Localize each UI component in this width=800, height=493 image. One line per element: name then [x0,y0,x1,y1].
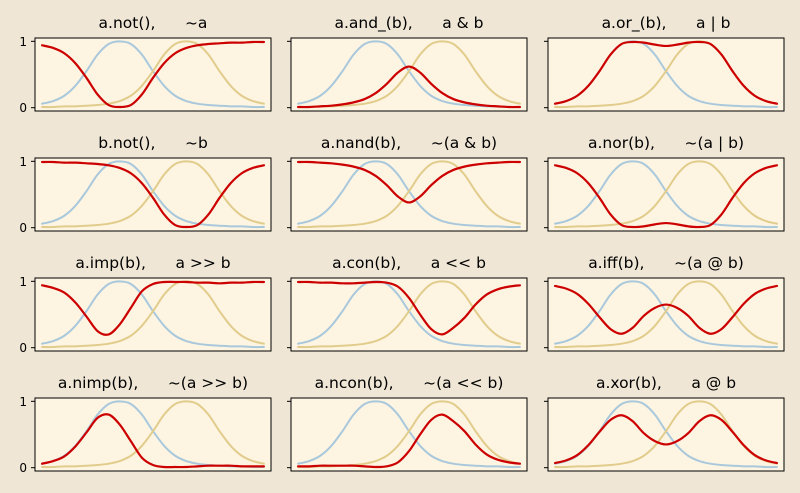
subplot: 0 1 a.not(), ~a [19,14,272,115]
subplot-title: a.iff(b), ~(a @ b) [588,254,744,272]
subplot: a.xor(b), a @ b [544,374,785,472]
y-tick-label: 1 [19,395,27,409]
subplot-title: a.not(), ~a [99,14,208,32]
series-line-result-curve [40,160,266,229]
series-line-result-curve [553,414,779,465]
series-line-result-curve [40,413,266,469]
series-line-b-curve [554,160,778,229]
y-tick-label: 1 [19,155,27,169]
axes-background [548,38,784,111]
series-line-result-curve [40,280,266,336]
axes-frame [290,397,528,472]
axes-background [291,38,527,111]
y-tick-label: 1 [19,35,27,49]
axes-background [548,398,784,471]
subplot: 0 1 a.imp(b), a >> b [19,254,272,355]
subplot-title: a.nand(b), ~(a & b) [321,134,497,152]
y-tick-label: 0 [19,341,27,355]
subplot: a.or_(b), a | b [544,14,785,112]
series-line-b-curve [41,280,265,349]
axes-frame [34,157,272,232]
series-line-result-curve [553,164,779,229]
series-line-result-curve [296,160,522,204]
axes-background [548,278,784,351]
series-line-b-curve [554,280,778,349]
axes-frame [34,37,272,112]
axes-frame [547,37,785,112]
series-line-b-curve [41,160,265,229]
subplot: a.and_(b), a & b [287,14,528,112]
axes-frame [547,397,785,472]
subplot: 0 1 a.nimp(b), ~(a >> b) [19,374,272,475]
subplot: a.con(b), a << b [287,254,528,352]
series-line-result-curve [296,413,522,469]
series-line-b-curve [41,40,265,109]
axes-frame [290,157,528,232]
subplot-title: a.nor(b), ~(a | b) [588,134,744,152]
axes-frame [547,157,785,232]
y-tick-label: 1 [19,275,27,289]
axes-frame [34,397,272,472]
axes-background [35,38,271,111]
axes-background [548,158,784,231]
y-tick-label: 0 [19,101,27,115]
subplot: a.nand(b), ~(a & b) [287,134,528,232]
series-line-result-curve [296,280,522,336]
series-line-b-curve [297,160,521,229]
axes-background [291,158,527,231]
series-line-result-curve [553,284,779,335]
subplot-title: a.nimp(b), ~(a >> b) [58,374,248,392]
subplot-title: a.xor(b), a @ b [596,374,736,392]
subplot-title: a.con(b), a << b [332,254,486,272]
series-line-result-curve [296,65,522,109]
subplot-title: a.imp(b), a >> b [75,254,230,272]
subplot-title: a.ncon(b), ~(a << b) [315,374,504,392]
axes-frame [290,37,528,112]
y-tick-label: 0 [19,461,27,475]
y-tick-label: 0 [19,221,27,235]
subplot-title: a.or_(b), a | b [602,14,731,33]
series-line-result-curve [40,40,266,109]
subplot: a.ncon(b), ~(a << b) [287,374,528,472]
subplot: 0 1 b.not(), ~b [19,134,272,235]
subplot-title: b.not(), ~b [98,134,208,152]
axes-background [35,278,271,351]
subplot-title: a.and_(b), a & b [334,14,483,33]
axes-background [35,158,271,231]
subplot: a.iff(b), ~(a @ b) [544,254,785,352]
series-line-b-curve [297,280,521,349]
axes-background [291,398,527,471]
axes-background [291,278,527,351]
series-line-b-curve [41,400,265,469]
axes-frame [290,277,528,352]
subplot: a.nor(b), ~(a | b) [544,134,785,232]
series-line-result-curve [553,40,779,105]
axes-background [35,398,271,471]
axes-frame [34,277,272,352]
axes-frame [547,277,785,352]
